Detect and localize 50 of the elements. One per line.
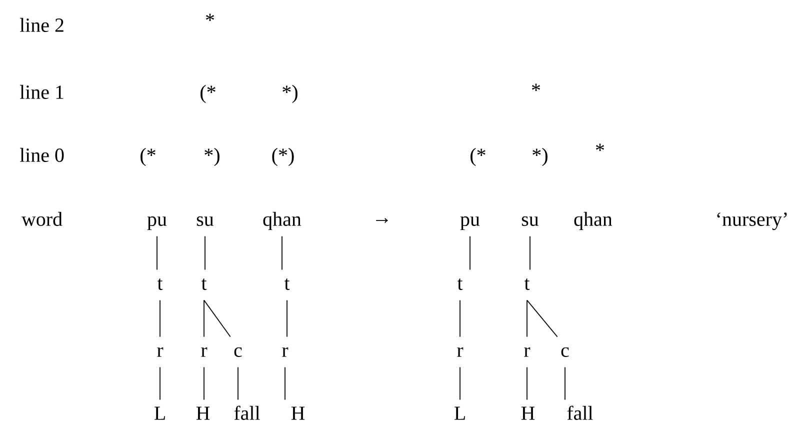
association-line <box>284 366 286 400</box>
grid-mark: *) <box>204 148 220 166</box>
association-line <box>526 300 528 338</box>
arrow-symbol: → <box>376 218 388 223</box>
grid-mark: *) <box>282 84 298 104</box>
row-label: line 2 <box>20 18 64 32</box>
tier-symbol: pu <box>147 216 167 230</box>
tier-symbol: H <box>291 406 305 420</box>
grid-mark: (* <box>470 148 486 166</box>
row-label: word <box>21 212 62 226</box>
tier-symbol: c <box>234 347 242 357</box>
tier-symbol: r <box>157 347 164 357</box>
tier-symbol: L <box>154 406 165 420</box>
tier-symbol: qhan <box>574 212 612 230</box>
tier-symbol: su <box>522 216 539 226</box>
tier-symbol: L <box>454 406 465 420</box>
tier-symbol: qhan <box>263 212 302 230</box>
association-line <box>526 366 528 400</box>
grid-mark: (*) <box>272 148 294 166</box>
gloss-text: ‘nursery’ <box>717 212 787 230</box>
association-line <box>204 236 206 270</box>
association-line <box>204 300 231 338</box>
grid-mark: (* <box>200 84 216 104</box>
tier-symbol: t <box>201 278 207 290</box>
tier-symbol: H <box>196 406 210 420</box>
grid-mark: * <box>596 144 604 152</box>
grid-mark: *) <box>532 148 548 166</box>
tier-symbol: c <box>561 347 569 357</box>
tier-symbol: r <box>201 347 208 357</box>
tier-symbol: H <box>521 406 535 420</box>
tier-symbol: fall <box>234 406 260 420</box>
tier-symbol: t <box>524 278 530 290</box>
tier-symbol: t <box>284 278 290 290</box>
association-line <box>526 300 558 338</box>
row-label: line 0 <box>20 148 64 162</box>
grid-mark: * <box>206 14 214 22</box>
tier-symbol: su <box>196 216 214 226</box>
tier-symbol: t <box>157 278 163 290</box>
tier-symbol: fall <box>567 406 593 420</box>
tier-symbol: r <box>457 347 464 357</box>
tier-symbol: r <box>524 347 530 357</box>
grid-mark: (* <box>140 148 156 166</box>
grid-mark: * <box>532 84 540 92</box>
tier-symbol: pu <box>460 216 480 230</box>
association-line <box>156 236 158 270</box>
tier-symbol: r <box>282 347 288 357</box>
association-line <box>564 366 566 400</box>
association-line <box>286 300 288 338</box>
row-label: line 1 <box>20 84 64 99</box>
tier-symbol: t <box>457 278 463 290</box>
